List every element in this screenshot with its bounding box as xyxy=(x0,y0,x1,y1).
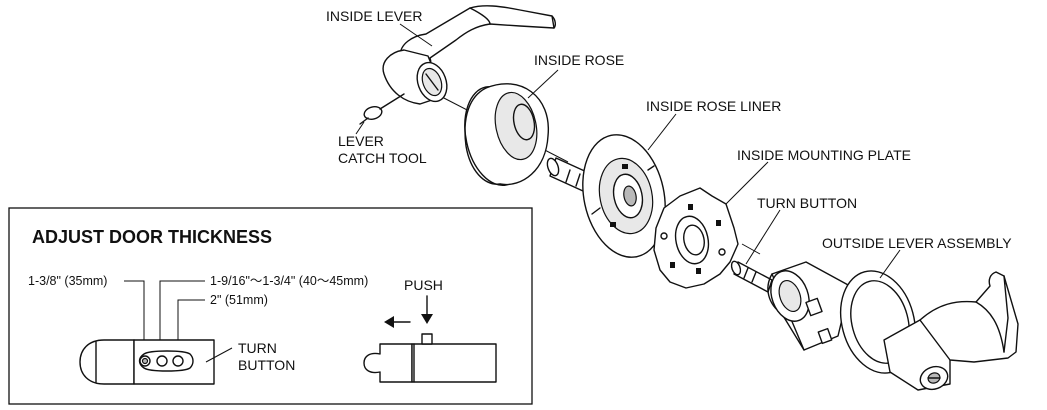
label-turn-button: TURN BUTTON xyxy=(757,195,857,211)
lever-catch-tool xyxy=(359,93,405,125)
turn-button-side-view xyxy=(79,339,215,385)
leader-outside-lever-assembly xyxy=(879,249,901,279)
turn-button-part xyxy=(730,260,773,293)
inset-title: ADJUST DOOR THICKNESS xyxy=(32,227,272,247)
leader-inside-mounting-plate xyxy=(725,161,769,205)
label-lever-catch-tool-line1: LEVER xyxy=(338,133,384,149)
turn-button-push-view xyxy=(363,333,497,383)
dim-label-40-45mm: 1-9/16"～1-3/4" (40～45mm) xyxy=(210,274,368,288)
adjust-door-thickness-panel: ADJUST DOOR THICKNESS 1-3/8" (35mm) 1-9/… xyxy=(8,207,533,405)
leader-lever-catch-tool xyxy=(355,121,365,135)
inside-rose-liner xyxy=(582,134,666,258)
inside-lever xyxy=(382,5,557,105)
label-inside-rose-liner: INSIDE ROSE LINER xyxy=(646,98,781,114)
label-lever-catch-tool-line2: CATCH TOOL xyxy=(338,150,427,166)
label-turn-button-inset-line1: TURN xyxy=(238,340,277,356)
inside-rose xyxy=(464,83,549,187)
leader-turn-button xyxy=(745,209,781,265)
leader-inside-rose xyxy=(527,69,559,99)
label-inside-rose: INSIDE ROSE xyxy=(534,52,624,68)
label-outside-lever-assembly: OUTSIDE LEVER ASSEMBLY xyxy=(822,235,1012,251)
outside-lever-assembly xyxy=(767,261,1019,391)
inside-mounting-plate xyxy=(653,187,739,289)
label-inside-mounting-plate: INSIDE MOUNTING PLATE xyxy=(737,147,911,163)
leader-inside-rose-liner xyxy=(647,113,677,151)
label-inside-lever: INSIDE LEVER xyxy=(326,8,422,24)
dim-label-51mm: 2" (51mm) xyxy=(210,293,268,307)
leader-inside-lever xyxy=(399,23,433,47)
label-push: PUSH xyxy=(404,277,443,293)
label-turn-button-inset-line2: BUTTON xyxy=(238,357,295,373)
dim-label-35mm: 1-3/8" (35mm) xyxy=(28,274,107,288)
